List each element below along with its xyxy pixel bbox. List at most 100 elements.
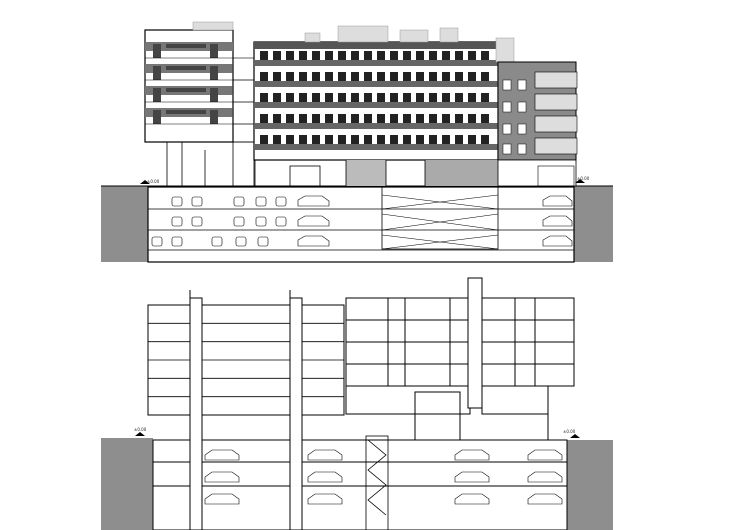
window xyxy=(286,51,294,60)
window xyxy=(468,135,476,144)
window xyxy=(403,51,411,60)
window xyxy=(377,51,385,60)
window xyxy=(403,114,411,123)
window xyxy=(260,72,268,81)
main-block xyxy=(192,21,515,161)
basement xyxy=(152,439,568,530)
ramp-zone xyxy=(381,186,499,250)
section-left-tower xyxy=(147,290,345,530)
window xyxy=(351,135,359,144)
window xyxy=(273,72,281,81)
window xyxy=(325,135,333,144)
window xyxy=(429,93,437,102)
window xyxy=(416,114,424,123)
window xyxy=(338,51,346,60)
window xyxy=(429,114,437,123)
window xyxy=(338,72,346,81)
section-cars xyxy=(204,449,563,505)
window xyxy=(312,51,320,60)
window xyxy=(442,135,450,144)
window xyxy=(260,114,268,123)
window xyxy=(351,72,359,81)
window xyxy=(442,72,450,81)
window xyxy=(455,135,463,144)
window xyxy=(273,135,281,144)
window xyxy=(312,93,320,102)
window xyxy=(286,93,294,102)
ground-right xyxy=(573,186,613,262)
window xyxy=(481,72,489,81)
elevation-level-mark-right: ±0.00 xyxy=(575,176,590,183)
window xyxy=(286,114,294,123)
window xyxy=(416,72,424,81)
window xyxy=(390,135,398,144)
window xyxy=(273,114,281,123)
window xyxy=(377,72,385,81)
section-level-mark-right: ±0.00 xyxy=(563,429,580,438)
window xyxy=(403,72,411,81)
window xyxy=(338,135,346,144)
window xyxy=(455,51,463,60)
window xyxy=(429,51,437,60)
window xyxy=(377,114,385,123)
window xyxy=(377,135,385,144)
window xyxy=(286,135,294,144)
window xyxy=(429,72,437,81)
window xyxy=(338,114,346,123)
window xyxy=(312,72,320,81)
section-left-floors xyxy=(148,322,344,398)
window xyxy=(273,93,281,102)
window xyxy=(468,114,476,123)
window xyxy=(299,93,307,102)
window xyxy=(273,51,281,60)
window xyxy=(442,51,450,60)
window xyxy=(325,114,333,123)
level-label: ±0.00 xyxy=(577,176,590,181)
sec-ground-right xyxy=(567,440,613,530)
window xyxy=(260,135,268,144)
window xyxy=(351,51,359,60)
window xyxy=(481,135,489,144)
front-elevation: ±0.00 ±0.00 xyxy=(101,21,613,263)
window xyxy=(377,93,385,102)
window xyxy=(442,93,450,102)
window xyxy=(364,72,372,81)
ground-left xyxy=(101,186,149,262)
main-ground-floor xyxy=(253,159,499,187)
window xyxy=(390,72,398,81)
window xyxy=(299,114,307,123)
window xyxy=(351,93,359,102)
window xyxy=(390,114,398,123)
window xyxy=(455,114,463,123)
window xyxy=(468,72,476,81)
window xyxy=(481,93,489,102)
window xyxy=(455,72,463,81)
section-right-block xyxy=(467,277,575,440)
window xyxy=(429,135,437,144)
window xyxy=(325,72,333,81)
window xyxy=(364,114,372,123)
right-block xyxy=(497,61,578,187)
window xyxy=(364,51,372,60)
window xyxy=(312,114,320,123)
window xyxy=(299,72,307,81)
window xyxy=(351,114,359,123)
window xyxy=(468,93,476,102)
window xyxy=(442,114,450,123)
window xyxy=(390,51,398,60)
window xyxy=(299,135,307,144)
window xyxy=(403,93,411,102)
level-label: ±0.00 xyxy=(147,179,160,184)
window xyxy=(325,51,333,60)
elevation-level-mark-left: ±0.00 xyxy=(140,179,160,184)
garage-box xyxy=(147,186,575,263)
window xyxy=(364,135,372,144)
window xyxy=(481,51,489,60)
section-center-block xyxy=(345,297,471,441)
sec-ground-left xyxy=(101,438,153,530)
window xyxy=(260,93,268,102)
window xyxy=(416,93,424,102)
window xyxy=(416,135,424,144)
window xyxy=(364,93,372,102)
